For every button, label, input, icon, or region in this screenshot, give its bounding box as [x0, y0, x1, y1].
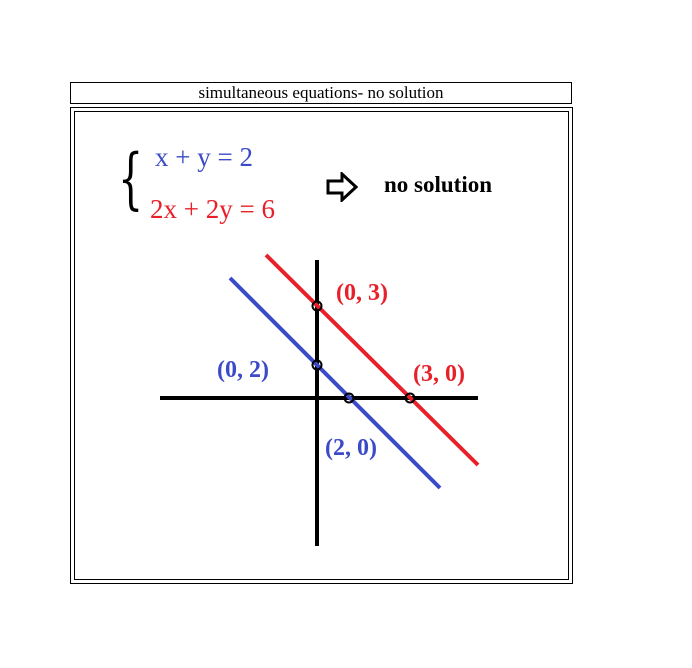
red-line: [264, 253, 480, 467]
blue-line: [228, 276, 442, 490]
diagram-title: simultaneous equations- no solution: [70, 82, 572, 104]
point-3-0: [404, 392, 416, 404]
right-arrow-icon: [326, 172, 358, 202]
point-label-0-3: (0, 3): [336, 280, 388, 306]
point-2-0: [343, 392, 355, 404]
diagram-frame-inner: [74, 111, 569, 580]
point-label-0-2: (0, 2): [217, 357, 269, 383]
point-label-2-0: (2, 0): [325, 435, 377, 461]
diagram-frame: [70, 107, 573, 584]
point-label-3-0: (3, 0): [413, 361, 465, 387]
point-0-2: [311, 359, 323, 371]
point-0-3: [311, 300, 323, 312]
equation-blue: x + y = 2: [155, 142, 253, 172]
left-brace-icon: {: [118, 140, 144, 217]
equation-red: 2x + 2y = 6: [150, 194, 275, 224]
result-text: no solution: [384, 172, 493, 197]
